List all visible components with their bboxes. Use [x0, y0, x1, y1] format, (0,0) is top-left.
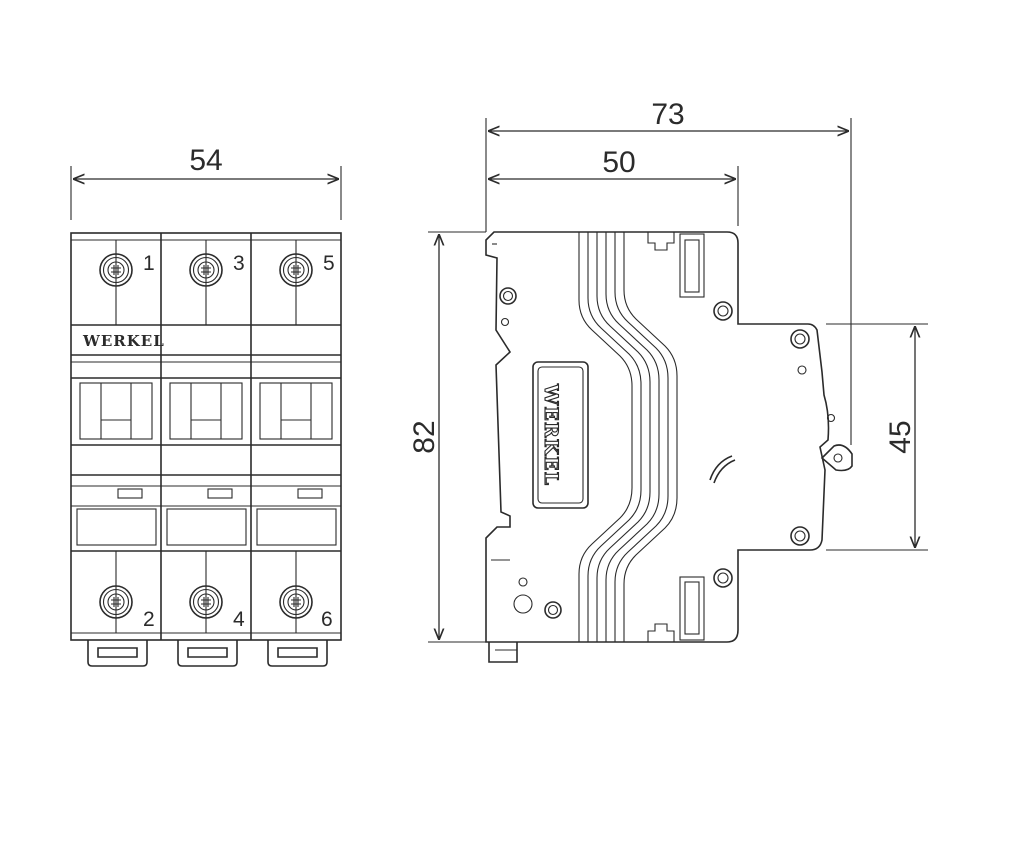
dimension-front-width: 54	[70, 144, 342, 220]
side-body-label: 50	[602, 146, 635, 179]
side-brand-label: WERKEL	[540, 383, 562, 486]
terminal-label-3: 3	[233, 252, 245, 275]
terminal-label-4: 4	[233, 608, 245, 631]
terminal-label-1: 1	[143, 252, 155, 275]
rail-height-label: 45	[884, 420, 917, 453]
side-body-outline	[485, 231, 830, 643]
front-body-outline	[70, 232, 342, 641]
dimension-rail: 45	[826, 323, 928, 551]
side-ribs	[578, 232, 678, 642]
din-clips-front	[87, 640, 328, 667]
terminal-label-5: 5	[323, 252, 335, 275]
height-label: 82	[408, 420, 441, 453]
front-view: 54 1 3 5 WERKEL	[70, 144, 342, 667]
side-view: 73 50 82 45	[408, 98, 928, 663]
side-brand-plate	[532, 361, 589, 509]
side-total-label: 73	[651, 98, 684, 131]
terminal-label-6: 6	[321, 608, 333, 631]
front-brand-label: WERKEL	[82, 332, 165, 350]
terminal-label-2: 2	[143, 608, 155, 631]
front-width-label: 54	[189, 144, 222, 177]
dimension-height: 82	[408, 231, 486, 643]
dimension-side-body: 50	[488, 146, 739, 226]
dimension-side-total: 73	[485, 98, 852, 445]
